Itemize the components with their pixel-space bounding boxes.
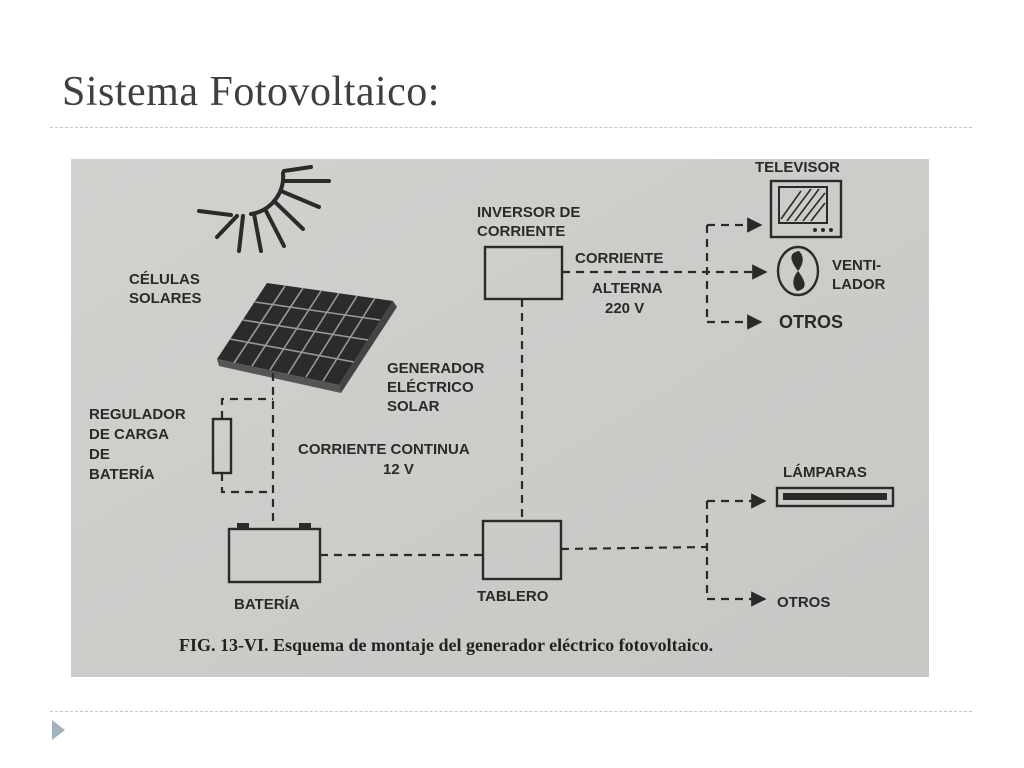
label-continua-2: 12 V — [383, 461, 414, 478]
label-alterna-1: ALTERNA — [592, 280, 663, 297]
label-otros-ac: OTROS — [779, 312, 843, 332]
label-celulas-2: SOLARES — [129, 290, 202, 307]
figure-caption: FIG. 13-VI. Esquema de montaje del gener… — [179, 635, 713, 655]
regulator-link-bottom — [220, 473, 273, 494]
switchboard-output-line — [560, 545, 708, 551]
label-regulador-1: REGULADOR — [89, 406, 186, 423]
sun-icon — [197, 165, 331, 253]
label-inversor-2: CORRIENTE — [477, 223, 565, 240]
footer-divider — [50, 711, 972, 712]
label-ventilador-1: VENTI- — [832, 257, 881, 274]
lamp-tube-icon — [775, 486, 895, 508]
label-tablero: TABLERO — [477, 588, 549, 605]
label-alterna-2: 220 V — [605, 300, 644, 317]
label-regulador-2: DE CARGA — [89, 426, 169, 443]
label-bateria: BATERÍA — [234, 596, 300, 613]
label-ventilador-2: LADOR — [832, 276, 885, 293]
label-regulador-3: DE — [89, 446, 110, 463]
label-regulador-4: BATERÍA — [89, 466, 155, 483]
diagram-svg: CÉLULAS SOLARES REGULADOR DE CARGA DE BA… — [71, 159, 929, 677]
label-corriente: CORRIENTE — [575, 250, 663, 267]
title-divider — [50, 127, 972, 128]
label-televisor: TELEVISOR — [755, 159, 840, 176]
label-generador-2: ELÉCTRICO — [387, 379, 474, 396]
label-generador-3: SOLAR — [387, 398, 440, 415]
slide-title: Sistema Fotovoltaico: — [62, 69, 440, 115]
label-inversor-1: INVERSOR DE — [477, 204, 580, 221]
slide-bullet-arrow-icon — [52, 720, 65, 740]
label-otros-dc: OTROS — [777, 594, 830, 611]
switchboard-box — [481, 519, 563, 581]
solar-panel-icon — [217, 283, 397, 393]
label-generador-1: GENERADOR — [387, 360, 485, 377]
fan-icon — [776, 245, 820, 297]
label-celulas-1: CÉLULAS — [129, 271, 200, 288]
television-icon — [769, 179, 843, 239]
photovoltaic-diagram-figure: CÉLULAS SOLARES REGULADOR DE CARGA DE BA… — [71, 159, 929, 677]
regulator-link-top — [220, 397, 273, 419]
label-lamparas: LÁMPARAS — [783, 464, 867, 481]
label-continua-1: CORRIENTE CONTINUA — [298, 441, 470, 458]
